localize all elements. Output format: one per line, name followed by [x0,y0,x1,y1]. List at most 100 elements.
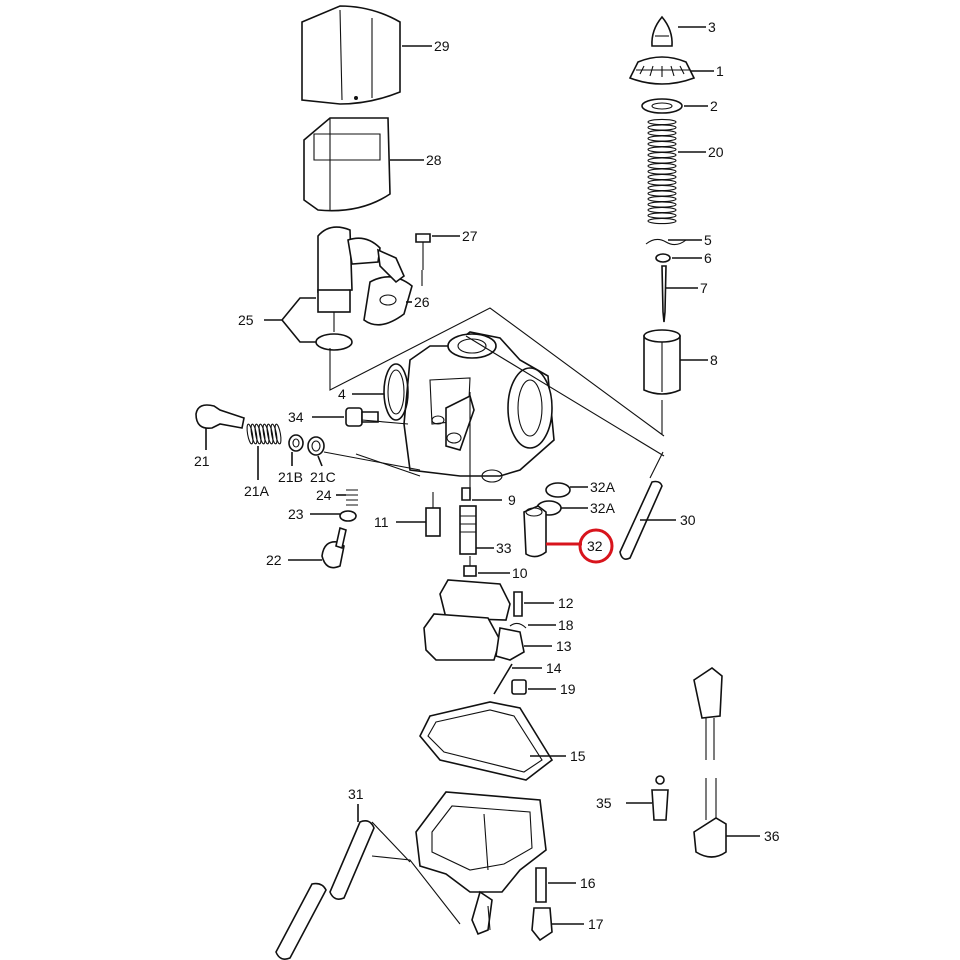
callout-32A-1: 32A [590,479,616,495]
part-1-top-cap [628,56,696,85]
spring-coil [647,135,677,142]
callout-12: 12 [558,595,574,611]
part-11-jet [425,492,441,537]
spring-coil [270,423,278,445]
spring-coil [647,201,677,208]
part-21B-washer [288,434,304,452]
callout-30: 30 [680,512,696,528]
part-5-clip [645,238,687,246]
spring-coil [647,190,677,197]
part-20-spring [647,118,677,225]
callout-20: 20 [708,144,724,160]
part-32-holder [523,505,547,558]
spring-coil [246,423,254,445]
spring-coil [647,184,677,192]
part-36-heater [693,667,727,858]
part-23-washer [339,510,357,522]
callout-13: 13 [556,638,572,654]
callout-23: 23 [288,506,304,522]
part-28-cap [303,117,391,212]
spring-coil [258,423,266,445]
callout-labels: 3 1 2 20 5 6 7 8 29 28 27 26 25 4 34 21 … [194,19,780,932]
part-26-bracket [363,276,413,326]
callout-32: 32 [587,538,603,554]
spring-coil [647,173,677,181]
callout-11: 11 [374,514,389,530]
part-34-screw [345,407,379,427]
spring-coil [647,140,677,148]
callout-2: 2 [710,98,718,114]
callout-24: 24 [316,487,332,503]
part-12-needle-valve [513,591,523,617]
spring-coil [274,423,282,445]
part-16-screw [535,867,547,903]
callout-3: 3 [708,19,716,35]
spring-coil [647,146,677,153]
callout-32A-2: 32A [590,500,616,516]
callout-35: 35 [596,795,612,811]
callout-21C: 21C [310,469,336,485]
callout-5: 5 [704,232,712,248]
leader-21C [317,455,323,467]
spring-coil [647,212,677,219]
part-18-clip [509,622,527,629]
callout-19: 19 [560,681,576,697]
callout-16: 16 [580,875,596,891]
callout-27: 27 [462,228,478,244]
part-3-cap [651,15,673,47]
part-21C-o-ring [307,436,325,456]
callout-28: 28 [426,152,442,168]
carburetor-body [403,331,555,483]
part-22-screw [321,526,347,569]
callout-36: 36 [764,828,780,844]
callout-21: 21 [194,453,210,469]
callout-21A: 21A [244,483,270,499]
callout-17: 17 [588,916,604,932]
part-2-washer [641,98,683,114]
part-33-needle-jet [459,505,477,555]
part-21A-spring [246,423,282,445]
spring-coil [647,195,677,203]
part-10-seat [463,565,477,577]
callout-26: 26 [414,294,430,310]
spring-coil [647,118,677,126]
spring-coil [647,162,677,170]
part-7-needle [661,265,667,323]
part-19-screw [511,679,527,695]
spring-coil [647,206,677,214]
callout-22: 22 [266,552,282,568]
spring-coil [254,423,262,445]
part-9-jet [461,487,471,501]
spring-coil [647,151,677,159]
part-15-gasket [419,701,554,781]
callout-7: 7 [700,280,708,296]
callout-18: 18 [558,617,574,633]
leader-25 [264,297,316,343]
part-24-spring [346,489,358,506]
part-14-pin [493,663,513,695]
part-4-gasket [383,363,409,421]
callout-14: 14 [546,660,562,676]
leader-lines [205,26,760,925]
part-35-jet [651,775,669,821]
callout-8: 8 [710,352,718,368]
callout-34: 34 [288,409,304,425]
part-31-pin [275,820,375,960]
callout-29: 29 [434,38,450,54]
assembly-guide-lines [323,270,665,931]
spring-coil [647,168,677,175]
float-bowl [415,791,547,936]
callout-33: 33 [496,540,512,556]
callout-4: 4 [338,386,346,402]
callout-10: 10 [512,565,528,581]
part-6-e-ring [655,253,671,263]
spring-coil [647,179,677,186]
callout-31: 31 [348,786,364,802]
callout-15: 15 [570,748,586,764]
spring-coil [647,157,677,164]
spring-coil [266,423,274,445]
part-27-screw [415,233,431,270]
spring-coil [262,423,270,445]
